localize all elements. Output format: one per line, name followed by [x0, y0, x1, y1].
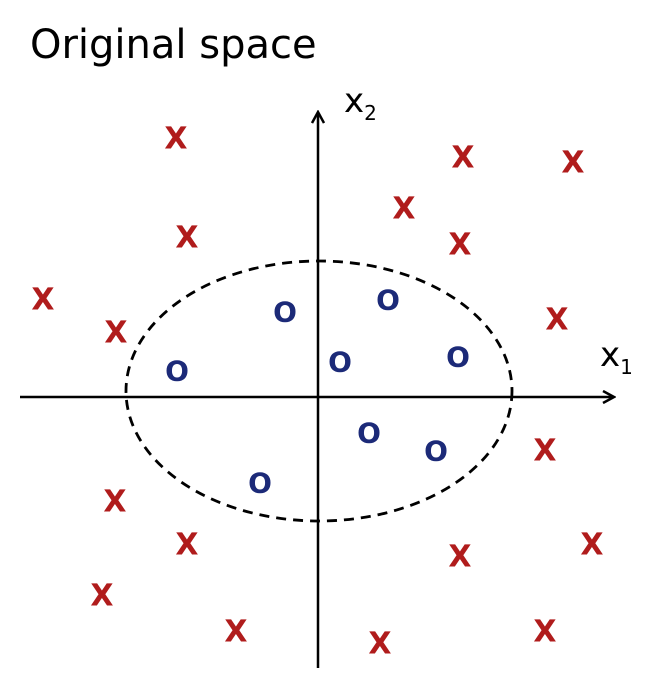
x2-axis-label: x2: [344, 81, 377, 125]
cross-marker: X: [103, 485, 126, 520]
circle-marker: O: [165, 355, 189, 388]
cross-marker: X: [104, 316, 127, 351]
cross-marker: X: [31, 283, 54, 318]
cross-marker: X: [448, 228, 471, 263]
x2-axis-label-main: x: [344, 81, 364, 121]
cross-marker: X: [175, 221, 198, 256]
cross-marker: X: [448, 540, 471, 575]
cross-marker: X: [392, 192, 415, 227]
circle-marker: O: [328, 346, 352, 379]
cross-marker: X: [175, 528, 198, 563]
cross-marker: X: [90, 579, 113, 614]
cross-marker: X: [451, 141, 474, 176]
cross-marker: X: [224, 615, 247, 650]
diagram-title: Original space: [30, 22, 317, 68]
x1-axis-label-main: x: [600, 335, 620, 375]
circle-marker: O: [248, 467, 272, 500]
cross-marker: X: [545, 303, 568, 338]
cross-marker: X: [580, 528, 603, 563]
x1-axis-label-subscript: 1: [620, 355, 633, 379]
circle-marker: O: [376, 284, 400, 317]
x1-axis-label: x1: [600, 335, 633, 379]
cross-marker: X: [561, 146, 584, 181]
circle-marker: O: [424, 435, 448, 468]
circle-marker: O: [357, 417, 381, 450]
x2-axis-label-subscript: 2: [364, 101, 377, 125]
circle-marker: O: [273, 296, 297, 329]
circle-marker: O: [446, 341, 470, 374]
cross-marker: X: [164, 122, 187, 157]
cross-marker: X: [368, 627, 391, 662]
cross-marker: X: [533, 615, 556, 650]
cross-marker: X: [533, 434, 556, 469]
